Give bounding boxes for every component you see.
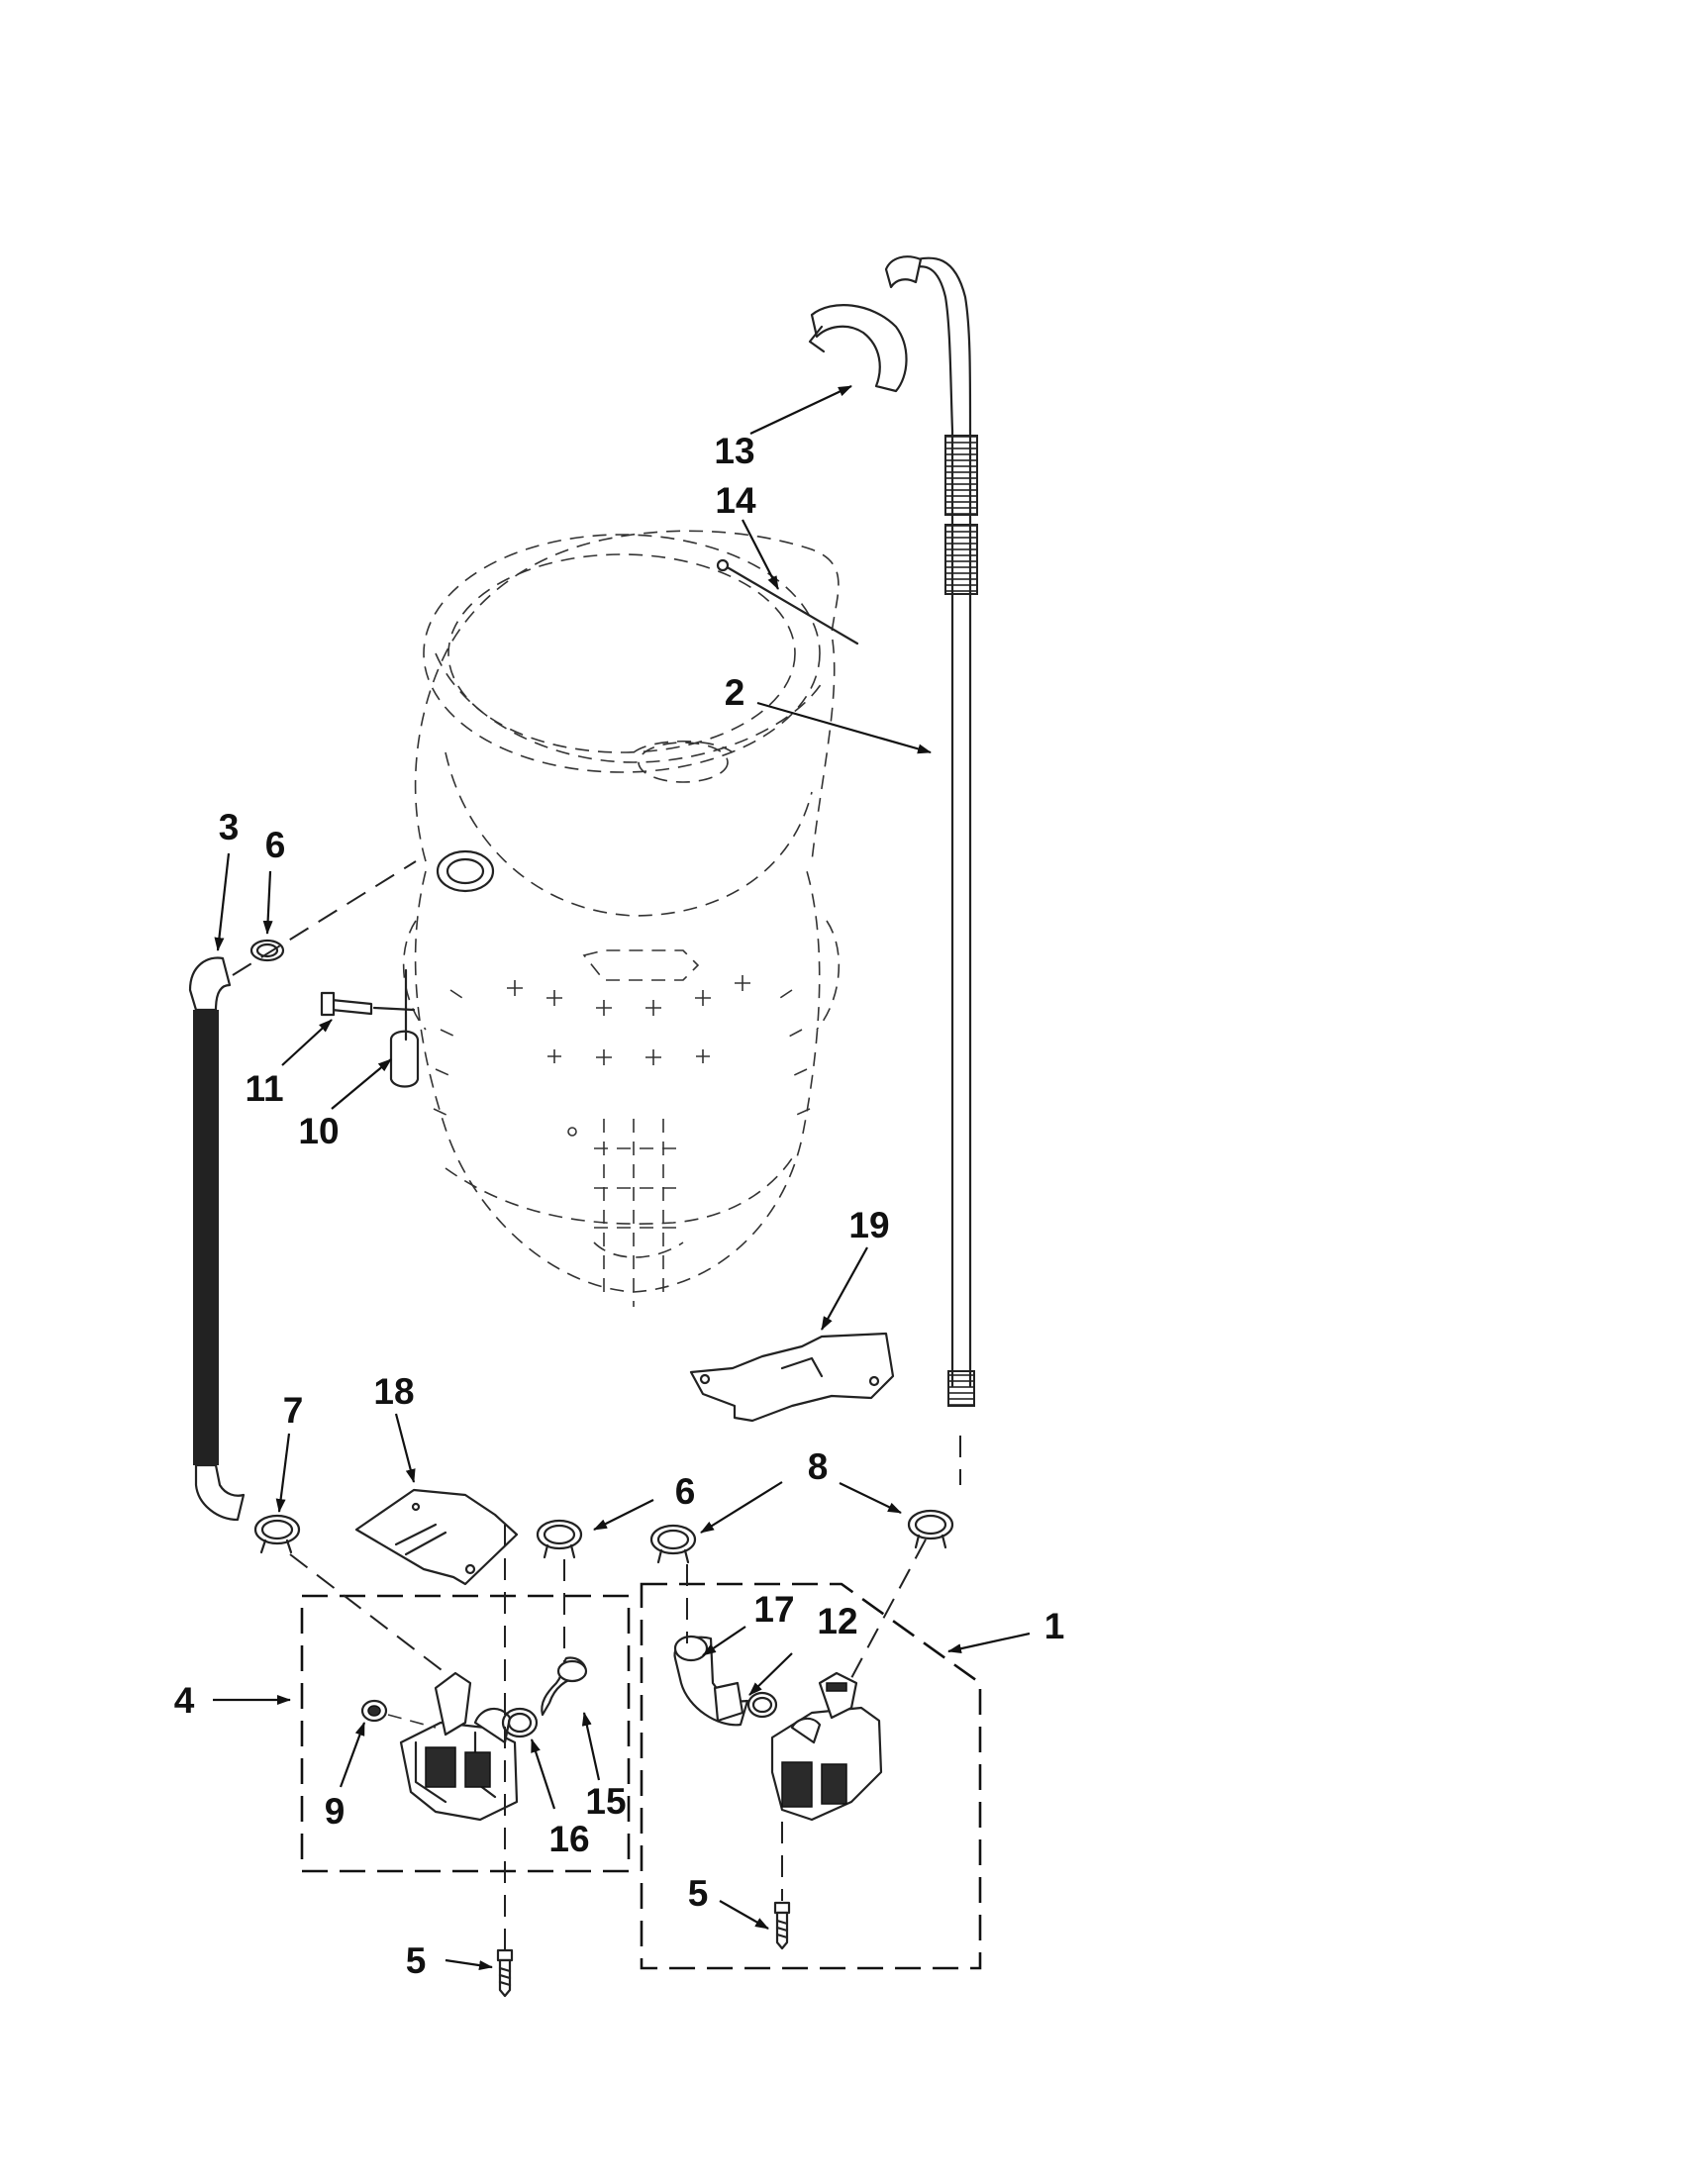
callout-6a: 6 [265,825,286,865]
leader-lines [213,385,1031,1971]
pump-1 [673,1539,927,1901]
callout-6b: 6 [675,1471,696,1512]
callout-13: 13 [714,431,754,471]
screw-5-right [773,1901,791,1950]
callout-1: 1 [1044,1606,1065,1646]
callout-19: 19 [848,1205,889,1245]
screw-5-left [496,1948,514,1998]
shield-18 [354,1488,519,1586]
callout-10: 10 [298,1111,339,1151]
clamp-7 [253,1514,301,1554]
pump-kit-box-4 [300,1594,631,1873]
callout-15: 15 [585,1781,626,1822]
cable-tie [716,558,859,645]
callout-18: 18 [373,1371,414,1412]
hose-guide [808,304,908,393]
shield-19 [689,1332,895,1423]
hose-assembly [188,860,417,1522]
callout-5a: 5 [406,1940,427,1981]
callout-2: 2 [725,672,745,713]
callout-8: 8 [808,1446,829,1487]
callout-3: 3 [219,807,240,847]
drain-hose [884,255,978,1485]
callout-7: 7 [283,1390,304,1431]
outer-tub [402,530,841,1307]
pump-kit-box-1 [640,1582,982,1970]
callout-9: 9 [325,1791,346,1832]
callout-labels: 1 2 3 4 5 5 6 6 7 8 9 10 11 12 13 14 15 … [174,431,1065,1981]
clamp-8-right [907,1509,954,1549]
callout-17: 17 [753,1589,794,1630]
callout-4: 4 [174,1680,195,1721]
callout-16: 16 [548,1819,589,1859]
small-parts-left [320,968,420,1088]
callout-11: 11 [245,1068,283,1109]
clamp-6-mid [536,1519,583,1559]
clamp-8-left [649,1524,697,1564]
clamp-6-top [249,939,285,962]
callout-12: 12 [817,1601,857,1641]
callout-14: 14 [715,480,756,521]
callout-5b: 5 [688,1873,709,1914]
pump-4 [289,1525,588,1970]
